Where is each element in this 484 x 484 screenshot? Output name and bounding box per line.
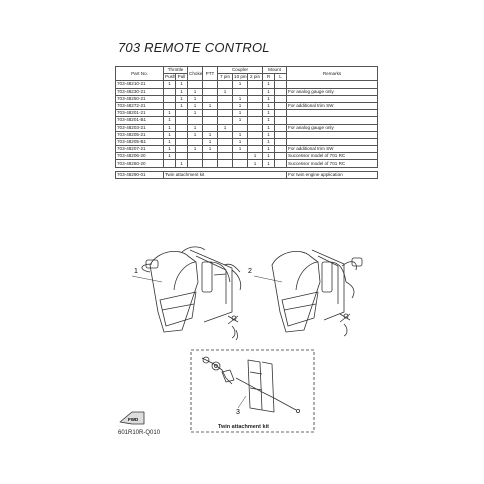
remote-control-box-1 [131, 246, 242, 341]
kit-cell-remarks: For twin engine application [286, 170, 379, 179]
kit-cell-desc: Twin attachment kit [162, 170, 288, 179]
callout-2: 2 [248, 268, 252, 275]
figure-code: 601R10R-Q010 [118, 430, 161, 436]
callout-1: 1 [134, 268, 138, 275]
table-cell-p2: 1 [247, 159, 264, 168]
fwd-label: FWD [128, 417, 139, 422]
connector-plug-2 [351, 257, 363, 267]
table-cell-pull: 1 [174, 159, 189, 168]
connector-plug [145, 259, 159, 269]
fwd-arrow-icon [119, 411, 145, 425]
parts-table: Part No. Throttle Choke PTT Coupler Moun… [115, 65, 379, 179]
page-title: 703 REMOTE CONTROL [118, 40, 270, 55]
remote-control-box-2 [253, 249, 363, 337]
twin-attachment-kit [190, 349, 315, 433]
table-cell-remarks: Successor model of 701 RC [286, 159, 379, 168]
kit-caption: Twin attachment kit [218, 424, 269, 430]
callout-3: 3 [236, 409, 240, 416]
